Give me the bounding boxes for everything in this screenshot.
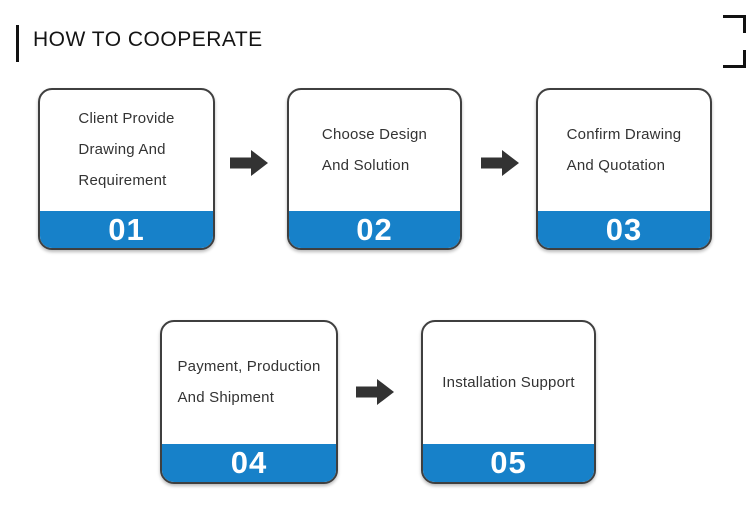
step-2-number: 02 bbox=[289, 211, 460, 248]
step-5-description: Installation Support bbox=[442, 373, 575, 391]
step-4-number: 04 bbox=[162, 444, 336, 482]
step-1-description: Client Provide Drawing And Requirement bbox=[78, 110, 175, 189]
arrow-right-icon bbox=[356, 377, 394, 407]
step-5-number: 05 bbox=[423, 444, 594, 482]
arrow-right-icon bbox=[230, 148, 268, 178]
step-2-description: Choose Design And Solution bbox=[321, 125, 428, 174]
step-card-1: Client Provide Drawing And Requirement 0… bbox=[38, 88, 215, 250]
step-card-2: Choose Design And Solution 02 bbox=[287, 88, 462, 250]
step-4-description: Payment, Production And Shipment bbox=[177, 358, 321, 406]
step-card-5: Installation Support 05 bbox=[421, 320, 596, 484]
step-card-4: Payment, Production And Shipment 04 bbox=[160, 320, 338, 484]
step-card-3: Confirm Drawing And Quotation 03 bbox=[536, 88, 712, 250]
section-title: HOW TO COOPERATE bbox=[33, 28, 263, 51]
frame-corner-bottom-right bbox=[723, 50, 746, 68]
step-3-number: 03 bbox=[538, 211, 710, 248]
frame-corner-top-right bbox=[723, 15, 746, 33]
step-3-description: Confirm Drawing And Quotation bbox=[566, 125, 682, 174]
heading-accent-bar bbox=[16, 25, 19, 62]
arrow-right-icon bbox=[481, 148, 519, 178]
step-1-number: 01 bbox=[40, 211, 213, 248]
